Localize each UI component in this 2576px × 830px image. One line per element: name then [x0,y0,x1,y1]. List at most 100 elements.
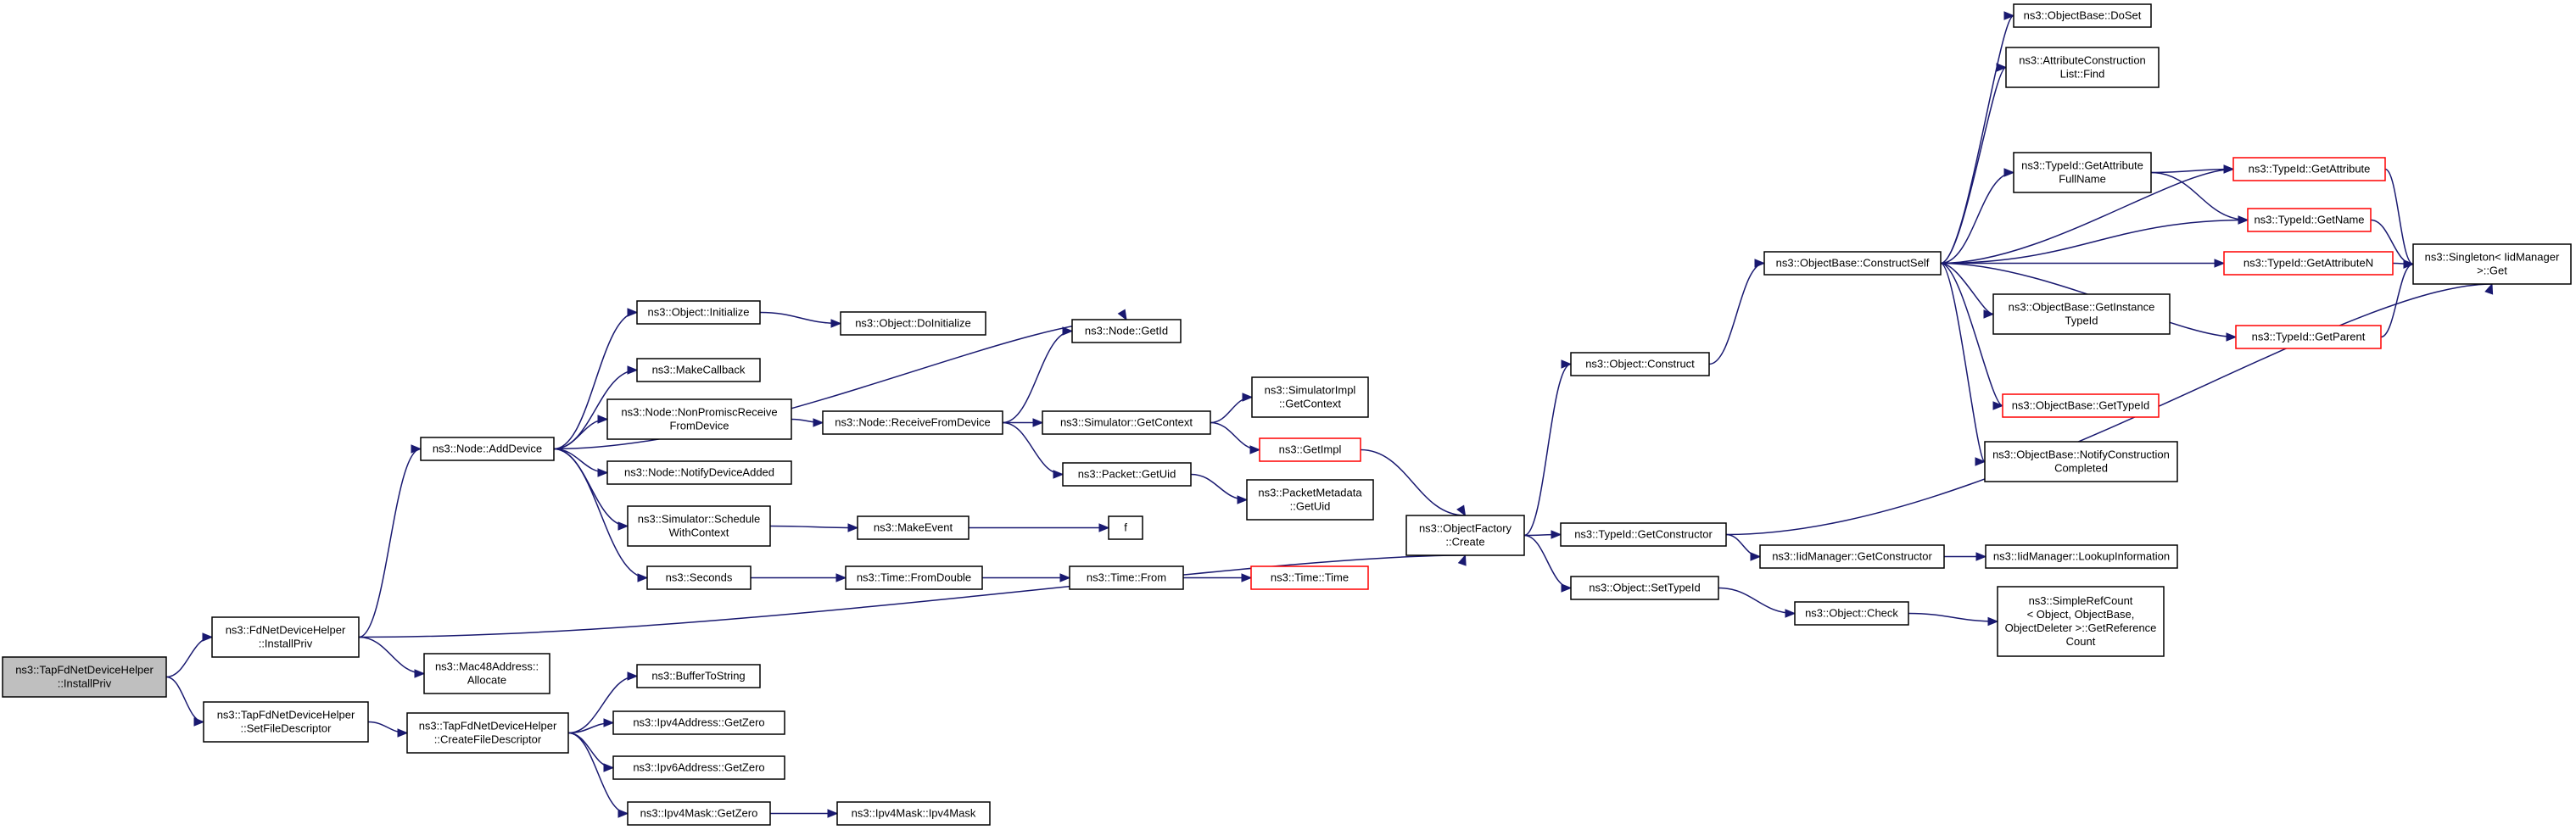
node-get-impl[interactable]: ns3::GetImpl [1259,437,1361,462]
edge-arrowhead [1754,259,1766,268]
edge-node_add-to-sched_ctx [553,448,629,527]
node-box [1108,515,1143,540]
node-label-line: ns3::Node::AddDevice [433,443,542,455]
node-root[interactable]: ns3::TapFdNetDeviceHelper::InstallPriv [2,656,167,698]
node-label-line: ns3::TapFdNetDeviceHelper [15,664,154,677]
node-mask-ctor[interactable]: ns3::Ipv4Mask::Ipv4Mask [836,801,991,826]
node-box [1992,293,2171,335]
node-box [646,565,752,590]
edge-construct-to-construct_self [1708,262,1765,365]
node-recv-from[interactable]: ns3::Node::ReceiveFromDevice [822,410,1003,435]
node-create-fd[interactable]: ns3::TapFdNetDeviceHelper::CreateFileDes… [406,712,569,754]
edge-arrowhead [202,632,214,642]
node-iid-ctor[interactable]: ns3::IidManager::GetConstructor [1759,544,1945,569]
node-box [1560,522,1727,547]
edge-arrowhead [1456,504,1467,517]
node-label-line: ns3::ObjectBase::GetInstance [2009,301,2155,314]
edge-create_fd-to-ipv6_zero [567,732,614,769]
node-set-fd[interactable]: ns3::TapFdNetDeviceHelper::SetFileDescri… [203,701,369,743]
node-box [612,755,785,780]
node-time-from[interactable]: ns3::Time::From [1069,565,1184,590]
node-buf-to-str[interactable]: ns3::BufferToString [636,664,761,688]
node-do-init[interactable]: ns3::Object::DoInitialize [840,311,986,336]
node-box [211,616,360,658]
node-from-double[interactable]: ns3::Time::FromDouble [845,565,983,590]
edge-node_add-to-get_id [553,319,1127,450]
node-label-line: Completed [2054,462,2108,475]
nodes-layer: ns3::TapFdNetDeviceHelper::InstallPrivns… [2,3,2572,826]
node-label-line: ns3::TypeId::GetAttribute [2021,159,2143,172]
node-factory[interactable]: ns3::ObjectFactory::Create [1405,515,1525,556]
node-fd-install[interactable]: ns3::FdNetDeviceHelper::InstallPriv [211,616,360,658]
edge-arrowhead [1062,326,1074,336]
node-obj-init[interactable]: ns3::Object::Initialize [636,300,761,325]
node-seconds[interactable]: ns3::Seconds [646,565,752,590]
edge-obj_init-to-do_init [759,311,841,325]
node-box [612,710,785,735]
node-construct-self[interactable]: ns3::ObjectBase::ConstructSelf [1763,251,1942,276]
node-label-line: ns3::Seconds [666,571,733,584]
node-get-attr[interactable]: ns3::TypeId::GetAttribute [2232,157,2386,181]
node-label-line: < Object, ObjectBase, [2027,608,2135,621]
node-box [1984,441,2178,482]
edge-arrowhead [1457,554,1467,566]
node-construct[interactable]: ns3::Object::Construct [1570,352,1710,376]
node-label-line: ::InstallPriv [58,677,112,690]
node-time-time[interactable]: ns3::Time::Time [1250,565,1369,590]
node-get-id[interactable]: ns3::Node::GetId [1071,319,1182,343]
node-pm-uid[interactable]: ns3::PacketMetadata::GetUid [1246,479,1374,521]
edge-sim_ctx-to-get_impl [1210,421,1260,451]
node-sim-ctx[interactable]: ns3::Simulator::GetContext [1042,410,1211,435]
node-get-parent[interactable]: ns3::TypeId::GetParent [2235,325,2382,349]
node-mask-zero[interactable]: ns3::Ipv4Mask::GetZero [627,801,771,826]
node-notify-added[interactable]: ns3::Node::NotifyDeviceAdded [606,460,792,485]
edge-construct_self-to-attr_full [1940,171,2014,265]
node-label-line: ns3::Singleton< IidManager [2425,251,2560,264]
node-box [2232,157,2386,181]
node-singleton[interactable]: ns3::Singleton< IidManager>::Get [2412,243,2572,285]
node-get-name[interactable]: ns3::TypeId::GetName [2247,208,2372,232]
node-ipv6-zero[interactable]: ns3::Ipv6Address::GetZero [612,755,785,780]
node-impl-ctx[interactable]: ns3::SimulatorImpl::GetContext [1251,376,1369,418]
edge-arrowhead [2226,332,2238,342]
node-f[interactable]: f [1108,515,1143,540]
node-label-line: ns3::BufferToString [651,670,745,682]
node-label-line: ns3::Packet::GetUid [1078,468,1176,481]
edge-fd_install-to-node_add [358,448,422,638]
node-pkt-uid[interactable]: ns3::Packet::GetUid [1062,462,1192,487]
node-lookup[interactable]: ns3::IidManager::LookupInformation [1985,544,2178,569]
edge-arrowhead [847,523,859,532]
node-check[interactable]: ns3::Object::Check [1794,601,1909,626]
node-ob-tid[interactable]: ns3::ObjectBase::GetTypeId [2002,393,2160,418]
node-box [2247,208,2372,232]
node-label-line: TypeId [2065,315,2098,327]
node-get-attr-n[interactable]: ns3::TypeId::GetAttributeN [2223,251,2394,276]
edge-arrowhead [1561,583,1573,593]
node-make-cb[interactable]: ns3::MakeCallback [636,358,761,382]
edge-node_add-to-seconds [553,448,648,579]
edge-factory-to-construct [1523,363,1572,537]
edge-arrowhead [1551,530,1562,539]
node-box [420,437,555,461]
node-label-line: ns3::Simulator::Schedule [638,513,761,526]
node-tid-ctor[interactable]: ns3::TypeId::GetConstructor [1560,522,1727,547]
node-label-line: ns3::Node::NonPromiscReceive [621,406,777,419]
node-set-tid[interactable]: ns3::Object::SetTypeId [1570,576,1719,600]
node-label-line: ns3::Time::From [1087,571,1166,584]
edge-get_impl-to-factory [1360,448,1466,516]
node-node-add[interactable]: ns3::Node::AddDevice [420,437,555,461]
node-do-set[interactable]: ns3::ObjectBase::DoSet [2013,3,2152,28]
node-notify-constr[interactable]: ns3::ObjectBase::NotifyConstructionCompl… [1984,441,2178,482]
node-mac-alloc[interactable]: ns3::Mac48Address::Allocate [423,653,550,694]
node-refcount[interactable]: ns3::SimpleRefCount< Object, ObjectBase,… [1997,586,2165,657]
node-ipv4-zero[interactable]: ns3::Ipv4Address::GetZero [612,710,785,735]
edge-arrowhead [627,671,639,681]
node-box [2013,3,2152,28]
node-label-line: ns3::TypeId::GetConstructor [1574,528,1713,541]
node-make-event[interactable]: ns3::MakeEvent [857,515,969,540]
